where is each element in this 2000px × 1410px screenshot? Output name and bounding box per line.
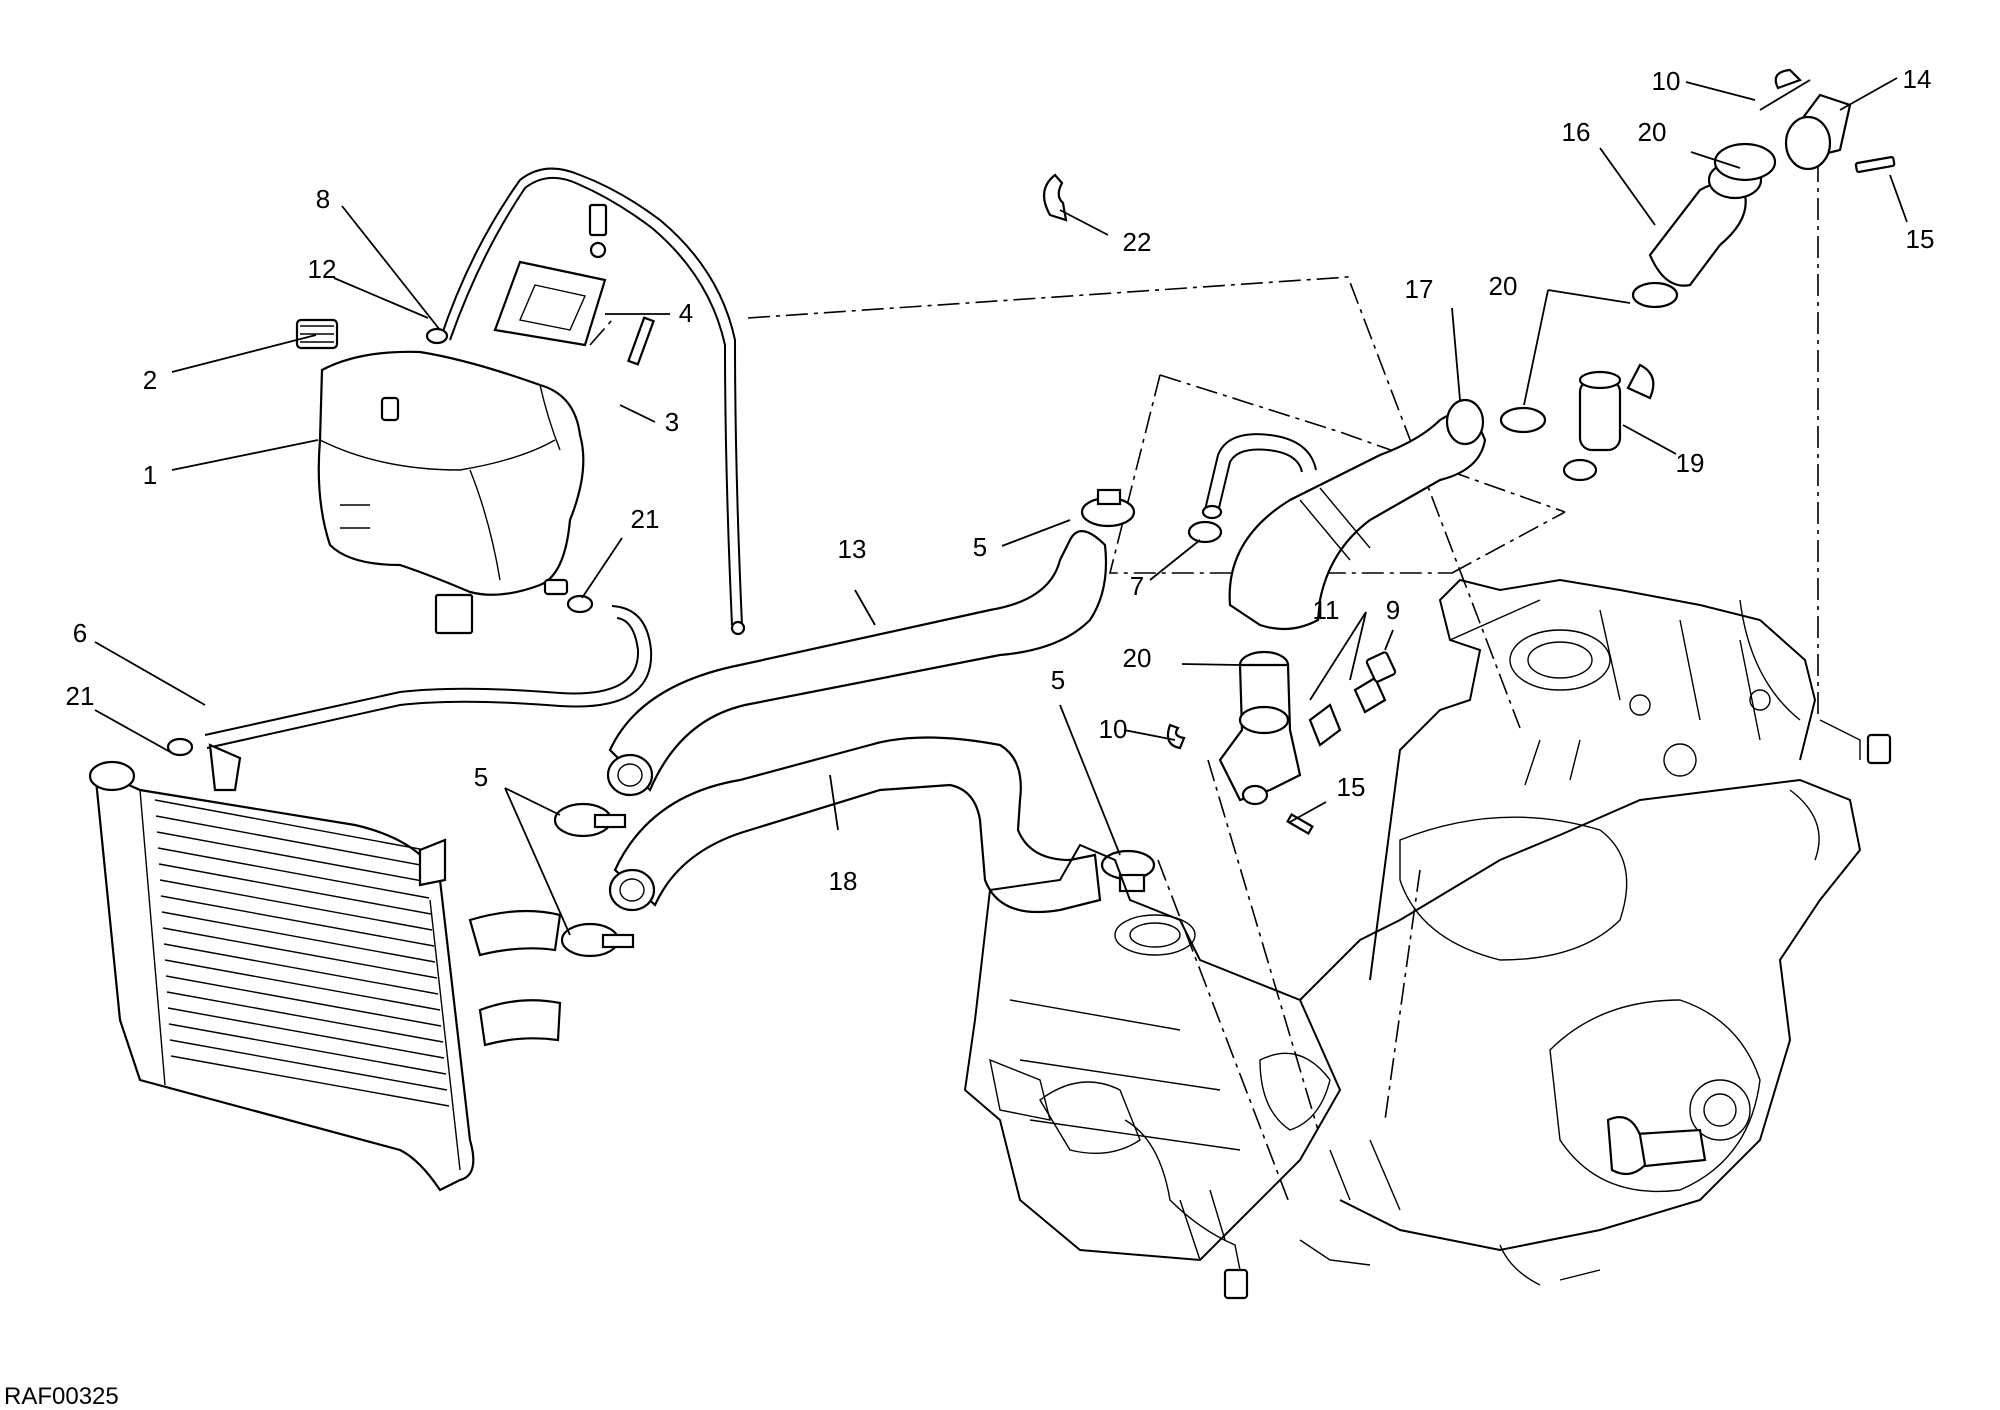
callout-2: 2	[143, 365, 157, 395]
hose-clamp-5-radiator-upper	[553, 802, 627, 838]
callout-8: 8	[316, 184, 330, 214]
callout-11: 11	[1313, 595, 1340, 625]
callout-15-top: 15	[1906, 224, 1935, 254]
thermostat-housing	[1166, 650, 1397, 835]
callout-3: 3	[665, 407, 679, 437]
hose-clamps	[553, 488, 1156, 958]
bypass-hose	[1228, 398, 1487, 631]
callout-20-top: 20	[1638, 117, 1667, 147]
thermostat-assembly	[1043, 68, 1896, 482]
radiator	[88, 743, 562, 1192]
callout-10-housing: 10	[1099, 714, 1128, 744]
callout-5-engine: 5	[1051, 665, 1065, 695]
callout-20-middle: 20	[1489, 271, 1518, 301]
engine	[963, 578, 1892, 1300]
callout-21-tank: 21	[631, 504, 660, 534]
callout-5-radiator: 5	[474, 762, 488, 792]
callout-19: 19	[1676, 448, 1705, 478]
hose-clamp-5-radiator-lower	[560, 922, 635, 958]
callout-12: 12	[308, 254, 337, 284]
callout-10-top: 10	[1652, 66, 1681, 96]
callout-14: 14	[1903, 64, 1932, 94]
assembly-lines	[589, 160, 1819, 1206]
callout-17: 17	[1405, 274, 1434, 304]
callout-16: 16	[1562, 117, 1591, 147]
hose-clamp-5-engine	[1100, 849, 1156, 893]
breather-hose	[425, 167, 746, 636]
upper-hose	[606, 530, 1108, 797]
callout-20-housing: 20	[1123, 643, 1152, 673]
callout-9: 9	[1386, 595, 1400, 625]
callout-4: 4	[679, 298, 693, 328]
expansion-tank	[295, 318, 585, 635]
callout-13: 13	[838, 534, 867, 564]
lower-hose	[608, 736, 1102, 914]
overflow-hose	[166, 594, 653, 757]
callout-21-radiator: 21	[66, 681, 95, 711]
hose-clamp-5-top	[1080, 488, 1136, 528]
small-hose	[1187, 433, 1317, 544]
callout-15-housing: 15	[1337, 772, 1366, 802]
callout-22: 22	[1123, 227, 1152, 257]
leader-lines	[94, 77, 1908, 936]
callout-1: 1	[143, 460, 157, 490]
callout-6: 6	[73, 618, 87, 648]
callout-7: 7	[1130, 571, 1144, 601]
mounting-plate	[493, 203, 655, 366]
drawing-code: RAF00325	[4, 1383, 119, 1410]
callout-5-top: 5	[973, 532, 987, 562]
callout-labels: 2 1 3 4 5 5 5 6 7 8 9 10 10 11 12 13 14 …	[66, 64, 1935, 896]
callout-18: 18	[829, 866, 858, 896]
